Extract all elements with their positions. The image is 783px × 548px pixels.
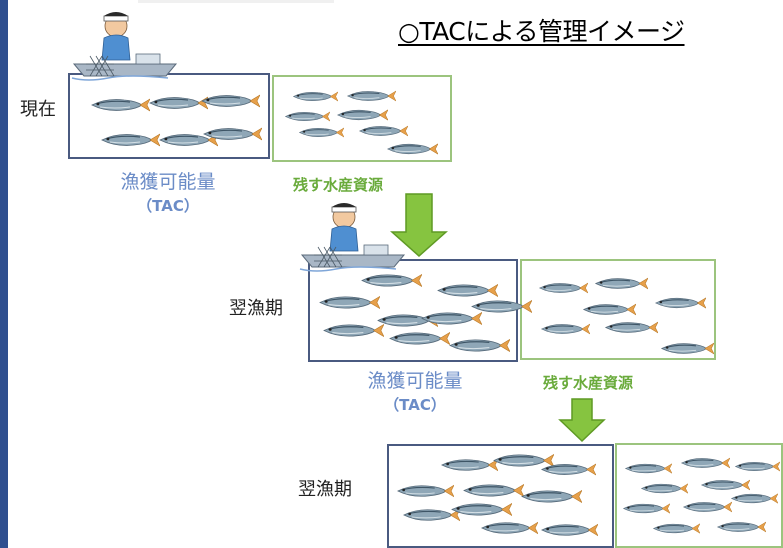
down-arrow-icon xyxy=(390,193,448,258)
fisherman-boat-1 xyxy=(71,11,177,81)
fish-icon xyxy=(389,331,450,346)
fish-icon xyxy=(299,127,344,138)
fish-icon xyxy=(359,125,408,137)
fish-icon xyxy=(623,503,670,514)
row-label-current: 現在 xyxy=(20,99,56,120)
fish-icon xyxy=(449,338,510,353)
row-label-following: 翌漁期 xyxy=(298,479,352,500)
remain-box-next xyxy=(520,259,716,360)
fish-icon xyxy=(285,111,330,122)
fisherman-boat-2 xyxy=(299,202,405,272)
fish-icon xyxy=(683,501,732,513)
fish-icon xyxy=(337,109,388,121)
fish-icon xyxy=(661,342,714,355)
fish-icon xyxy=(539,282,588,294)
fish-icon xyxy=(451,502,512,517)
fish-icon xyxy=(323,323,384,338)
fish-icon xyxy=(717,521,766,533)
catch-box-following xyxy=(387,444,614,548)
fish-icon xyxy=(463,483,524,498)
fish-icon xyxy=(361,273,422,288)
catch-caption-next: 漁獲可能量 （TAC） xyxy=(315,369,515,417)
fish-icon xyxy=(541,523,598,537)
catch-label: 漁獲可能量 xyxy=(367,370,463,392)
tac-label: （TAC） xyxy=(137,197,199,215)
fish-icon xyxy=(583,303,636,316)
fish-icon xyxy=(595,277,648,290)
fish-icon xyxy=(91,98,150,112)
fish-icon xyxy=(735,461,780,472)
fish-icon xyxy=(731,493,778,504)
top-divider xyxy=(138,0,334,3)
row-label-next: 翌漁期 xyxy=(229,298,283,319)
catch-label: 漁獲可能量 xyxy=(120,171,216,193)
left-accent-bar xyxy=(0,0,8,548)
remain-box-current xyxy=(272,75,452,162)
fish-icon xyxy=(521,489,582,504)
remain-box-following xyxy=(615,443,783,548)
fish-icon xyxy=(149,96,208,110)
fish-icon xyxy=(655,297,706,309)
fish-icon xyxy=(293,91,338,102)
down-arrow-icon xyxy=(558,398,606,443)
remain-label-current: 残す水産資源 xyxy=(293,176,384,194)
page-title: ○TACによる管理イメージ xyxy=(398,17,685,46)
fish-icon xyxy=(653,523,700,534)
fish-icon xyxy=(437,283,498,298)
fish-icon xyxy=(681,457,730,469)
fish-icon xyxy=(101,133,160,147)
fish-icon xyxy=(387,143,438,155)
fish-icon xyxy=(641,483,688,494)
tac-label: （TAC） xyxy=(384,396,446,414)
fish-icon xyxy=(541,323,590,335)
catch-box-next xyxy=(308,259,518,362)
fish-icon xyxy=(441,458,498,472)
fish-icon xyxy=(493,453,554,468)
fish-icon xyxy=(403,508,460,522)
fish-icon xyxy=(397,484,454,498)
fish-icon xyxy=(701,479,750,491)
fish-icon xyxy=(319,295,380,310)
fish-icon xyxy=(625,463,672,474)
fish-icon xyxy=(471,299,532,314)
fish-icon xyxy=(347,90,396,102)
catch-caption-current: 漁獲可能量 （TAC） xyxy=(68,170,268,218)
fish-icon xyxy=(605,321,658,334)
fish-icon xyxy=(201,94,260,108)
catch-box-current xyxy=(68,73,270,159)
fish-icon xyxy=(481,521,538,535)
fish-icon xyxy=(541,463,596,476)
remain-label-next: 残す水産資源 xyxy=(543,374,634,392)
